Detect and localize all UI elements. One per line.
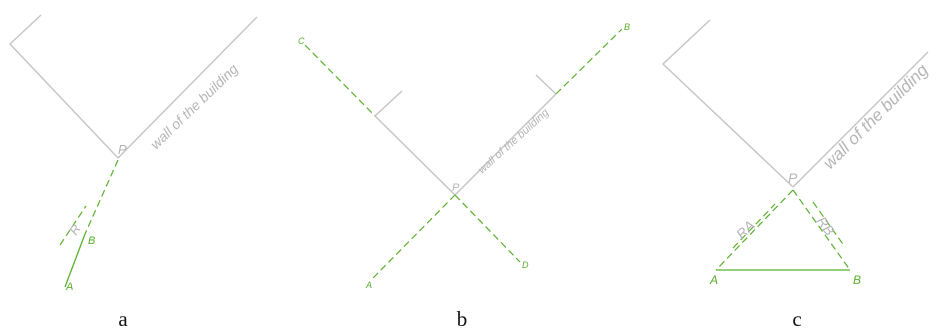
- panel-c-caption: c: [792, 307, 801, 331]
- panel-b-wall-label: wall of the building: [476, 106, 552, 176]
- panel-a-wall-right: [117, 16, 258, 159]
- panel-a-point-a-label: A: [65, 281, 73, 293]
- panel-c-line-p-to-a: [715, 189, 794, 271]
- panel-b-caption: b: [457, 307, 468, 331]
- panel-b-line-c-to-p: [304, 44, 376, 117]
- panel-b-wall-right: [454, 93, 557, 196]
- panel-c: wall of the building P RA RB A B c: [661, 19, 932, 331]
- panel-a-point-b-label: B: [88, 235, 95, 247]
- panel-a-dashed-line-p-to-b: [84, 159, 119, 235]
- panel-c-dimension-rb: [812, 201, 846, 248]
- panel-c-point-a-label: A: [709, 273, 718, 287]
- panel-b-point-c-label: C: [298, 36, 305, 46]
- panel-c-distance-b-label: RB: [814, 213, 838, 238]
- panel-a-solid-line-b-to-a: [64, 233, 86, 288]
- panel-a: wall of the building P R B A a: [9, 14, 258, 331]
- panel-b-line-p-to-b: [555, 28, 623, 95]
- panel-b-point-p-label: P: [452, 182, 460, 194]
- panel-a-caption: a: [118, 307, 128, 331]
- panel-b-point-d-label: D: [522, 260, 529, 270]
- panel-c-point-p-label: P: [788, 170, 798, 186]
- panel-b-point-a-label: A: [365, 280, 372, 290]
- panel-b-line-p-to-d: [454, 194, 521, 263]
- panel-b-wall-right-tick: [535, 74, 557, 95]
- panel-c-point-b-label: B: [853, 273, 861, 287]
- panel-b: wall of the building P A B C D b: [298, 22, 630, 331]
- panel-c-dimension-ra: [732, 203, 776, 249]
- panel-a-wall-label: wall of the building: [147, 60, 241, 152]
- panel-b-point-b-label: B: [624, 22, 630, 32]
- panel-b-wall-left: [374, 115, 456, 196]
- panel-a-point-p-label: P: [118, 142, 127, 157]
- panel-c-wall-label: wall of the building: [819, 60, 932, 173]
- panel-a-radius-dimension: [59, 205, 87, 246]
- panel-c-wall-left: [661, 19, 794, 188]
- panel-b-wall-left-tick: [374, 90, 403, 117]
- panel-a-wall-left: [9, 14, 119, 159]
- panel-c-distance-a-label: RA: [733, 217, 758, 242]
- panel-c-wall-right: [792, 51, 929, 188]
- panel-c-line-p-to-b: [792, 189, 851, 271]
- panel-a-distance-label: R: [66, 222, 84, 238]
- panel-b-line-a-to-p: [372, 194, 456, 279]
